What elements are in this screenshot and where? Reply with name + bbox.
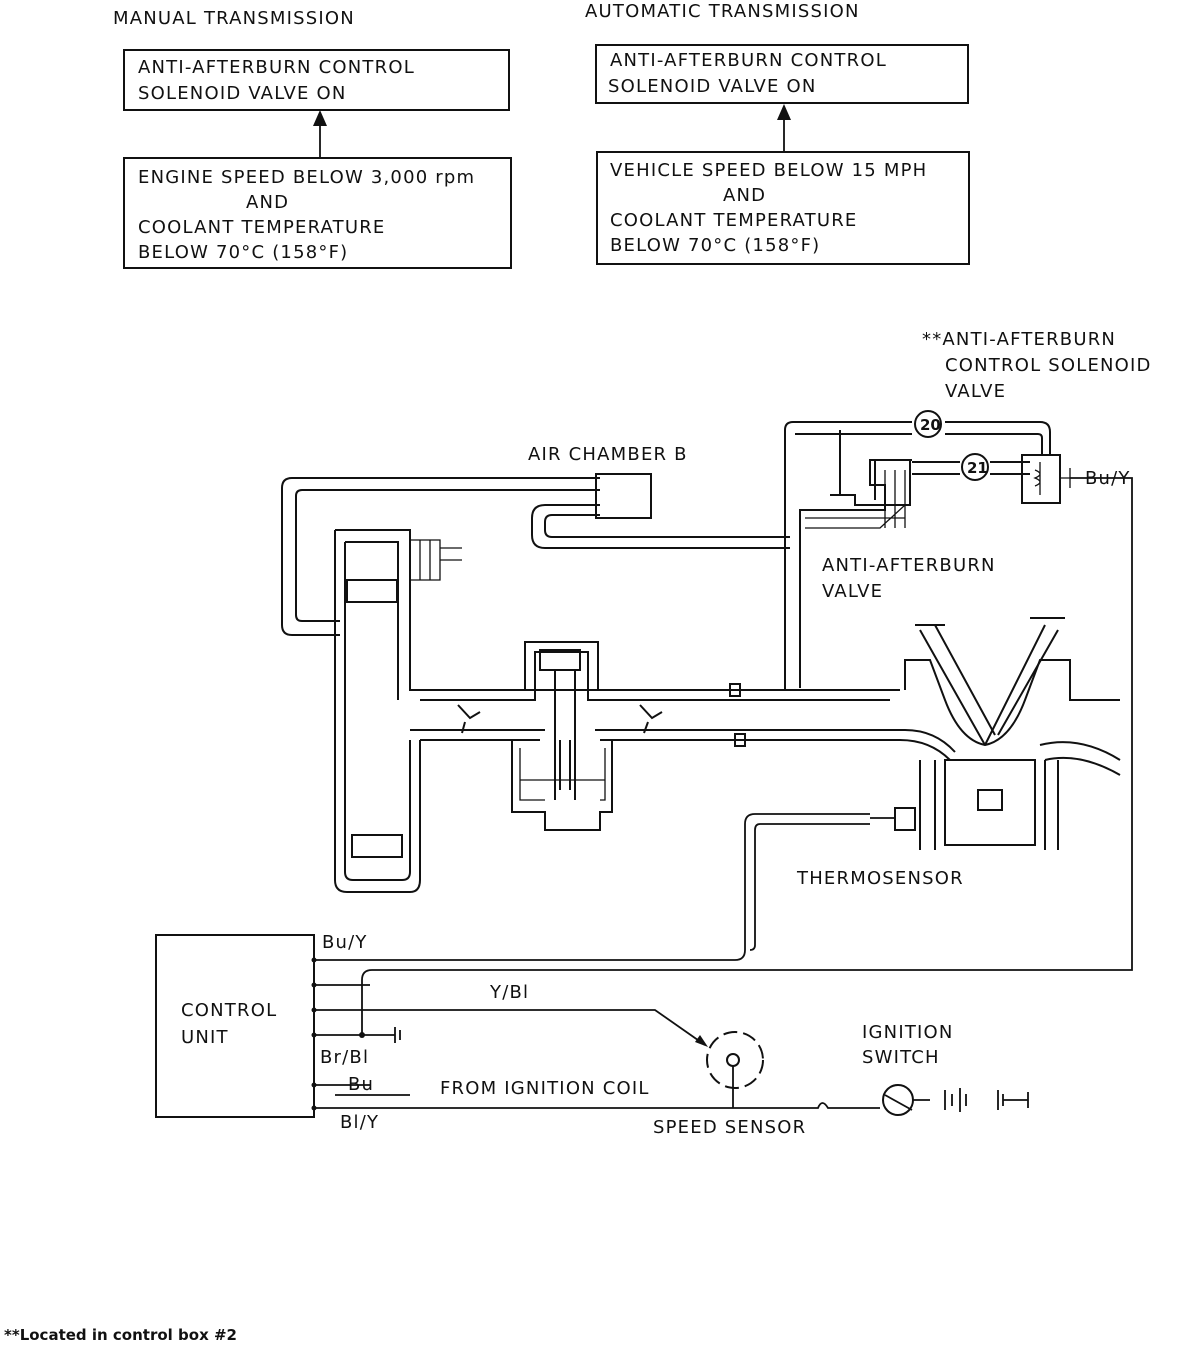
- solenoid-label-line-1: **ANTI-AFTERBURN: [922, 329, 1116, 350]
- automatic-arrow-head: [777, 104, 791, 120]
- carburetor-needle: [554, 670, 576, 800]
- air-chamber-to-valve-hose: [531, 504, 790, 549]
- automatic-condition-line-3: COOLANT TEMPERATURE: [610, 210, 858, 231]
- anti-afterburn-control-solenoid-valve: [1021, 454, 1061, 504]
- manual-condition-line-4: BELOW 70°C (158°F): [138, 242, 348, 263]
- manual-result-box: [123, 49, 510, 111]
- control-unit-label-line-2: UNIT: [181, 1027, 229, 1048]
- automatic-condition-line-4: BELOW 70°C (158°F): [610, 235, 820, 256]
- air-chamber-b: [595, 473, 652, 519]
- speed-sensor-hub: [726, 1053, 740, 1067]
- hose-21-label: 21: [967, 459, 988, 477]
- ignition-switch: [882, 1084, 914, 1116]
- terminal-bu-y: [311, 957, 317, 963]
- wire-y-bl: [314, 984, 706, 1046]
- wire-bu: [314, 1084, 410, 1096]
- manual-condition-line-3: COOLANT TEMPERATURE: [138, 217, 386, 238]
- solenoid-label-line-3: VALVE: [945, 381, 1006, 402]
- thermosensor-wire-inner: [749, 823, 870, 951]
- hose-20-top: [945, 421, 1051, 455]
- intake-pipe-bottom-inner: [410, 729, 956, 753]
- air-filter-element-lower: [351, 834, 403, 858]
- wire-junction: [359, 1032, 365, 1038]
- thermosensor-wire: [315, 813, 895, 961]
- thermosensor-label: THERMOSENSOR: [796, 868, 964, 889]
- footnote: **Located in control box #2: [4, 1326, 237, 1344]
- intake-pipe-top-inner: [420, 651, 890, 701]
- float-chamber: [511, 740, 613, 831]
- manual-transmission-heading: MANUAL TRANSMISSION: [113, 8, 355, 29]
- solenoid-label-line-2: CONTROL SOLENOID: [945, 355, 1152, 376]
- hose-21: [912, 461, 1030, 475]
- manual-result-line-2: SOLENOID VALVE ON: [138, 83, 347, 104]
- float-chamber-inner: [519, 748, 606, 801]
- engine-valve-right: [984, 617, 1065, 746]
- throttle-valve-left: [457, 704, 481, 734]
- intake-fitting: [410, 539, 462, 581]
- automatic-condition-line-2: AND: [723, 185, 766, 206]
- intake-pipe-bottom: [420, 739, 951, 761]
- engine-cylinder-walls: [919, 760, 1059, 850]
- from-ignition-coil-label: FROM IGNITION COIL: [440, 1078, 650, 1099]
- speed-sensor-label: SPEED SENSOR: [653, 1117, 806, 1138]
- anti-afterburn-valve-body: [830, 430, 911, 506]
- wire-label-bu-y-unit: Bu/Y: [322, 932, 368, 953]
- ignition-switch-label-line-1: IGNITION: [862, 1022, 954, 1043]
- ignition-switch-label-line-2: SWITCH: [862, 1047, 940, 1068]
- manual-condition-box: [123, 157, 512, 269]
- automatic-condition-box: [596, 151, 970, 265]
- automatic-result-box: [595, 44, 969, 104]
- automatic-transmission-heading: AUTOMATIC TRANSMISSION: [585, 1, 860, 22]
- carburetor-piston: [539, 649, 581, 671]
- speed-sensor-arrow: [695, 1035, 708, 1047]
- anti-afterburn-valve-label-line-1: ANTI-AFTERBURN: [822, 555, 996, 576]
- intake-port-fitting: [729, 683, 741, 697]
- anti-afterburn-valve-detail: [805, 470, 906, 529]
- solenoid-wire: [361, 477, 1133, 1035]
- solenoid-coil: [1033, 462, 1071, 495]
- air-chamber-hose-inner: [295, 489, 600, 622]
- engine-piston: [944, 759, 1036, 846]
- thermosensor: [894, 807, 916, 831]
- anti-afterburn-valve-label-line-2: VALVE: [822, 581, 883, 602]
- exhaust-port: [1039, 741, 1121, 776]
- manual-arrow-head: [313, 110, 327, 126]
- control-unit-label-line-1: CONTROL: [181, 1000, 277, 1021]
- air-filter-element-upper: [346, 579, 398, 603]
- automatic-result-line-1: ANTI-AFTERBURN CONTROL: [610, 50, 887, 71]
- air-intake-column-inner: [345, 541, 399, 700]
- hose-20-inner: [795, 433, 1043, 455]
- hose-20-marker: [914, 410, 942, 438]
- manual-result-line-1: ANTI-AFTERBURN CONTROL: [138, 57, 415, 78]
- intake-pipe-top: [410, 641, 900, 691]
- hose-20-label: 20: [920, 416, 941, 434]
- manual-condition-line-2: AND: [246, 192, 289, 213]
- air-chamber-hose-outer: [281, 477, 600, 636]
- speed-sensor: [706, 1031, 764, 1089]
- air-chamber-to-valve-hose-inner: [544, 514, 790, 538]
- air-chamber-label: AIR CHAMBER B: [528, 444, 688, 465]
- wire-label-bl-y: Bl/Y: [340, 1112, 379, 1133]
- hose-21-marker: [961, 453, 989, 481]
- engine-head: [904, 659, 1120, 747]
- throttle-valve-right: [639, 704, 663, 734]
- engine-piston-pin: [977, 789, 1003, 811]
- wire-label-br-bl: Br/Bl: [320, 1047, 369, 1068]
- control-unit: [155, 934, 315, 1118]
- intake-port-fitting-lower: [734, 733, 746, 747]
- wire-br-bl: [314, 1027, 401, 1043]
- ignition-switch-contact: [884, 1094, 930, 1111]
- engine-valve-left: [915, 624, 996, 746]
- automatic-condition-line-1: VEHICLE SPEED BELOW 15 MPH: [610, 160, 927, 181]
- wire-bl-y: [314, 1102, 880, 1109]
- air-cleaner-body-inner: [344, 542, 411, 881]
- manual-condition-line-1: ENGINE SPEED BELOW 3,000 rpm: [138, 167, 475, 188]
- air-cleaner-body: [334, 530, 421, 893]
- battery-symbol: [944, 1088, 1029, 1112]
- automatic-result-line-2: SOLENOID VALVE ON: [608, 76, 817, 97]
- wire-label-y-bl: Y/Bl: [489, 982, 529, 1003]
